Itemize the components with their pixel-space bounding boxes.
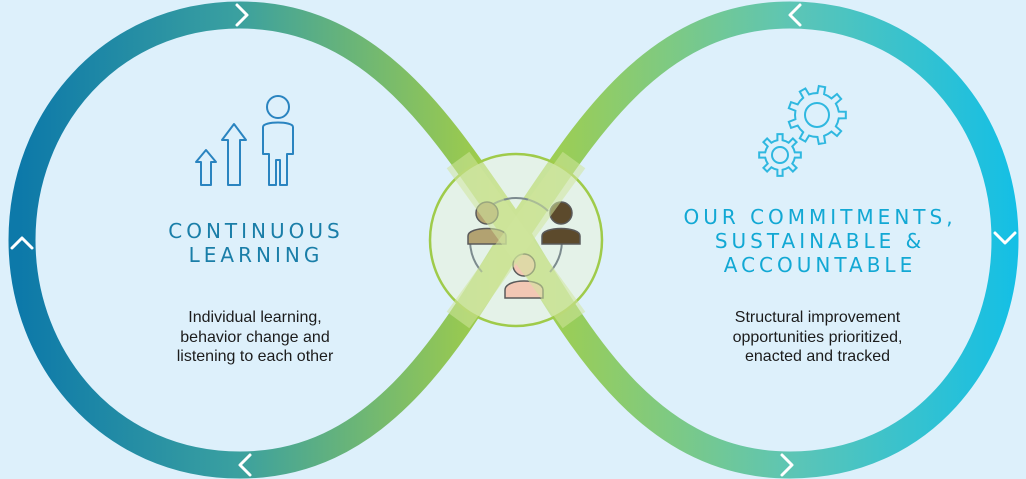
desc-line: opportunities prioritized, [732, 328, 903, 346]
title-line: SUSTAINABLE & [714, 229, 926, 253]
desc-line: listening to each other [176, 348, 334, 365]
chevron-right-icon [780, 453, 794, 477]
gear-small-icon [758, 133, 802, 177]
chevron-right-icon [235, 3, 249, 27]
center-cross [446, 151, 586, 329]
chevron-left-icon [238, 453, 252, 477]
desc-line: Individual learning, [188, 309, 322, 326]
growth-person-icon [195, 95, 294, 186]
right-loop [504, 1, 1019, 479]
right-panel-description: Structural improvement opportunities pri… [680, 308, 955, 367]
title-line: OUR COMMITMENTS, [683, 205, 957, 229]
desc-line: enacted and tracked [745, 348, 890, 365]
gears-icon [758, 84, 847, 177]
desc-line: behavior change and [180, 328, 330, 346]
title-line: ACCOUNTABLE [723, 253, 917, 277]
chevron-left-icon [788, 3, 802, 27]
chevron-up-icon [10, 236, 34, 250]
left-panel-title: CONTINUOUS LEARNING [106, 219, 406, 267]
title-line: LEARNING [188, 243, 324, 267]
gear-large-icon [787, 84, 847, 146]
right-panel-title: OUR COMMITMENTS, SUSTAINABLE & ACCOUNTAB… [640, 205, 1000, 277]
left-panel-description: Individual learning, behavior change and… [130, 308, 380, 367]
title-line: CONTINUOUS [168, 219, 344, 243]
left-loop [8, 1, 528, 479]
chevron-down-icon [993, 231, 1017, 245]
desc-line: Structural improvement [734, 309, 901, 326]
